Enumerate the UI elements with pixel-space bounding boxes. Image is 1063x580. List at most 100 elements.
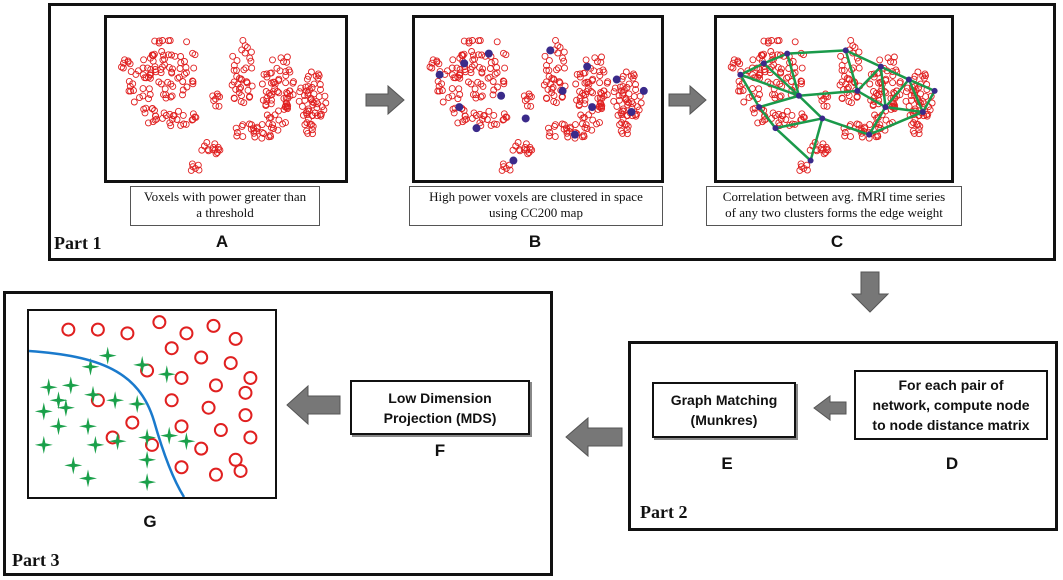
voxel-point	[613, 102, 621, 110]
voxel-point	[136, 94, 143, 102]
voxel-point	[869, 102, 877, 110]
voxel-point	[618, 119, 626, 127]
voxel-scatter-a	[118, 36, 330, 174]
class-star-marker	[138, 473, 157, 492]
voxel-point	[237, 84, 245, 91]
voxel-point	[428, 59, 436, 67]
voxel-point	[144, 119, 152, 127]
voxel-point	[600, 92, 608, 100]
voxel-point	[490, 120, 498, 128]
voxel-point	[904, 84, 911, 92]
voxel-point	[847, 36, 855, 44]
voxel-point	[582, 56, 590, 64]
voxel-point	[177, 121, 185, 129]
voxel-point	[267, 114, 275, 121]
voxel-point	[890, 58, 898, 66]
cluster-node	[546, 46, 555, 55]
voxel-point	[151, 37, 159, 45]
voxel-point	[298, 102, 306, 110]
voxel-point	[301, 92, 308, 100]
voxel-point	[233, 57, 241, 65]
voxel-point	[177, 53, 185, 60]
voxel-point	[243, 79, 251, 87]
voxel-point	[283, 58, 291, 66]
voxel-point	[435, 82, 443, 90]
voxel-point	[902, 88, 910, 96]
voxel-point	[623, 130, 631, 138]
voxel-point	[836, 81, 844, 89]
voxel-point	[754, 119, 762, 127]
class-circle-marker	[223, 356, 238, 371]
voxel-point	[760, 66, 768, 73]
graph-edge	[798, 94, 824, 120]
voxel-point	[159, 37, 166, 44]
voxel-point	[317, 110, 325, 118]
voxel-point	[151, 107, 158, 114]
voxel-point	[232, 124, 240, 132]
voxel-point	[428, 64, 436, 72]
voxel-point	[620, 107, 628, 115]
voxel-point	[616, 121, 624, 129]
voxel-point	[245, 93, 253, 101]
voxel-point	[468, 48, 476, 55]
graph-edge	[785, 53, 801, 97]
voxel-point	[866, 80, 874, 88]
voxel-point	[622, 68, 630, 76]
voxel-point	[491, 70, 499, 78]
decision-boundary-curve	[28, 349, 186, 498]
voxel-point	[303, 127, 310, 135]
voxel-point	[151, 116, 159, 124]
voxel-point	[263, 111, 271, 119]
voxel-point	[479, 65, 487, 73]
voxel-point	[594, 94, 602, 102]
voxel-point	[308, 98, 316, 106]
voxel-point	[545, 57, 553, 65]
graph-edge	[798, 89, 858, 98]
voxel-point	[475, 51, 482, 59]
voxel-point	[214, 92, 222, 100]
voxel-point	[774, 63, 782, 71]
voxel-point	[280, 94, 288, 102]
voxel-point	[729, 64, 737, 72]
voxel-point	[909, 127, 917, 135]
voxel-point	[847, 133, 854, 141]
voxel-point	[453, 64, 461, 72]
voxel-point	[603, 79, 611, 87]
voxel-point	[736, 82, 744, 90]
letter-g: G	[143, 512, 157, 531]
voxel-point	[233, 132, 241, 140]
voxel-point	[749, 56, 757, 64]
voxel-point	[487, 59, 495, 67]
class-circle-marker	[208, 378, 223, 393]
voxel-point	[614, 111, 622, 119]
voxel-point	[322, 99, 330, 107]
voxel-point	[230, 66, 238, 74]
voxel-point	[596, 119, 603, 127]
voxel-point	[200, 142, 208, 150]
voxel-point	[485, 107, 493, 115]
voxel-point	[575, 102, 583, 110]
graph-edge	[856, 65, 882, 92]
voxel-scatter-b	[426, 36, 648, 174]
voxel-point	[190, 64, 198, 72]
voxel-point	[745, 94, 753, 102]
voxel-point	[166, 119, 174, 127]
graph-edge	[758, 106, 777, 129]
voxel-point	[157, 69, 165, 77]
cluster-node	[919, 108, 926, 115]
class-circle-marker	[243, 430, 258, 445]
voxel-point	[162, 94, 170, 102]
voxel-point	[588, 126, 596, 134]
voxel-point	[250, 127, 258, 135]
arrow-part1-to-part2	[850, 271, 890, 313]
voxel-point	[498, 166, 506, 174]
voxel-point	[783, 107, 791, 115]
voxel-point	[855, 64, 863, 72]
voxel-point	[610, 88, 618, 96]
class-star-marker	[138, 428, 157, 447]
caption-b-line2: using CC200 map	[489, 205, 583, 220]
voxel-point	[571, 121, 579, 129]
voxel-point	[589, 75, 597, 83]
panel-c-image	[714, 15, 954, 183]
voxel-point	[239, 133, 247, 141]
